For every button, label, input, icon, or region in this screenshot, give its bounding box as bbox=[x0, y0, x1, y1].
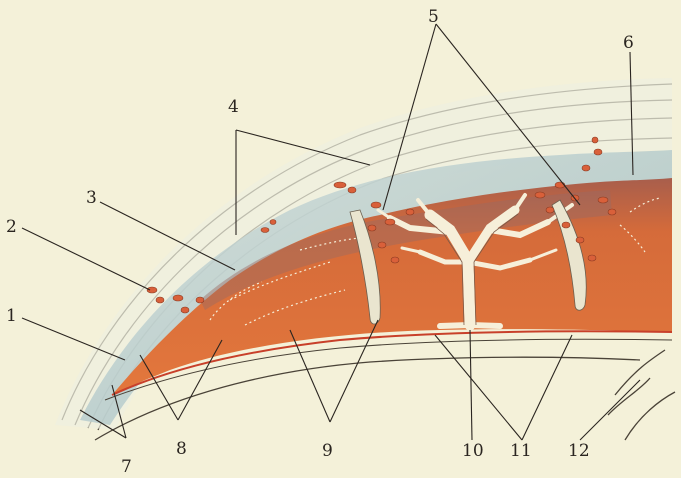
label-1: 1 bbox=[6, 306, 17, 326]
tissue-shading bbox=[200, 190, 612, 310]
label-7: 7 bbox=[121, 457, 132, 477]
label-9: 9 bbox=[322, 441, 333, 461]
label-11: 11 bbox=[510, 441, 532, 461]
flow-arrows bbox=[209, 197, 661, 326]
label-10: 10 bbox=[462, 441, 484, 461]
label-8: 8 bbox=[176, 439, 187, 459]
arachnoid-villi bbox=[349, 199, 587, 325]
label-12: 12 bbox=[568, 441, 590, 461]
number-labels: 1 2 3 4 5 6 7 8 9 10 11 12 bbox=[6, 7, 634, 477]
leader-lines bbox=[21, 23, 641, 441]
label-4: 4 bbox=[228, 97, 239, 117]
brain-surface bbox=[94, 349, 676, 441]
branching-vessel-outline bbox=[425, 213, 519, 326]
label-3: 3 bbox=[86, 188, 97, 208]
label-6: 6 bbox=[623, 33, 634, 53]
label-5: 5 bbox=[428, 7, 439, 27]
blood-cells bbox=[146, 136, 617, 314]
branching-vessel bbox=[376, 193, 574, 331]
base-membrane bbox=[104, 330, 673, 401]
label-2: 2 bbox=[6, 217, 17, 237]
